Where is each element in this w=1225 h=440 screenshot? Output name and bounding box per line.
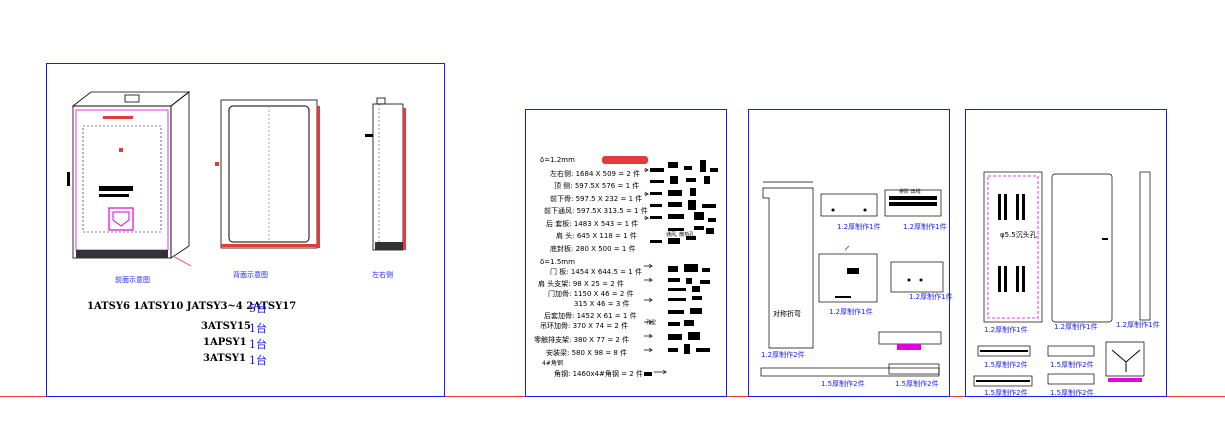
- flat-patterns-1: [760, 181, 944, 377]
- qty-count-1: 5台: [249, 302, 267, 315]
- group2-title: δ=1.5mm: [540, 258, 575, 266]
- flat-patterns-2: [973, 171, 1151, 387]
- part-row-6: 肩 头: 645 X 118 = 1 件: [556, 232, 637, 240]
- assembly-sheet: 前面示意图 背面示意图 左右侧 1ATSY6 1ATSY10 JATSY3~4 …: [46, 63, 445, 397]
- part-row-1: 左右侧: 1684 X 509 = 2 件: [550, 170, 641, 178]
- caption-1: 1.2厚制作1件: [837, 223, 881, 231]
- caption-3: 1.2厚制作1件: [829, 308, 873, 316]
- countersink-hole-label: φ5.5沉头孔: [1000, 231, 1037, 239]
- flat-pattern-sheet-2: φ5.5沉头孔 1.2厚制作1件 1.2厚制作1件 1.2厚制作1件 1.5厚制…: [965, 109, 1167, 397]
- part-row-10: 门加骨: 1150 X 46 = 2 件: [548, 290, 634, 298]
- vent-label: 排阶 出线: [899, 189, 921, 195]
- angle-label: 4#角钢: [542, 360, 563, 367]
- caption-6: 1.5厚制作2件: [821, 380, 865, 388]
- qty-models-1: 1ATSY6 1ATSY10 JATSY3~4 2ATSY17: [87, 301, 297, 312]
- caption-s4-2: 1.2厚制作1件: [1054, 323, 1098, 331]
- parts-list-sheet: δ=1.2mm 左右侧: 1684 X 509 = 2 件 顶 侧: 597.5…: [525, 109, 727, 397]
- part-row-4: 前下通风: 597.5X 313.5 = 1 件: [544, 207, 648, 215]
- front-view-label: 前面示意图: [115, 276, 150, 284]
- part-row-angle: 角钢: 1460x4#角钢 = 2 件: [554, 370, 643, 378]
- title-highlight: [602, 156, 648, 164]
- part-row-12: 后套加骨: 1452 X 61 = 1 件: [544, 312, 637, 320]
- back-view-label: 背面示意图: [233, 271, 268, 279]
- caption-7: 1.5厚制作2件: [895, 380, 939, 388]
- vent-note: 通风, 散热孔: [666, 232, 695, 238]
- part-row-15: 安装梁: 580 X 98 = 8 件: [546, 349, 628, 357]
- caption-4: 1.2厚制作1件: [909, 293, 953, 301]
- part-row-14: 零触排支架: 380 X 77 = 2 件: [534, 336, 630, 344]
- part-row-8: 门 板: 1454 X 644.5 = 1 件: [550, 268, 642, 276]
- part-row-2: 顶 侧: 597.5X 576 = 1 件: [554, 182, 640, 190]
- caption-s4-6: 1.5厚制作2件: [984, 389, 1028, 397]
- caption-s4-5: 1.5厚制作2件: [1050, 361, 1094, 369]
- parts-shape-sketches: [644, 160, 718, 376]
- qty-count-3: 1台: [249, 338, 267, 351]
- caption-s4-7: 1.5厚制作2件: [1050, 389, 1094, 397]
- part-row-13: 吊环加骨: 370 X 74 = 2 件: [540, 322, 629, 330]
- qty-models-3: 1APSY1: [203, 337, 247, 348]
- part-row-3: 前下骨: 597.5 X 232 = 1 件: [550, 195, 643, 203]
- caption-5: 1.2厚制作2件: [761, 351, 805, 359]
- part-row-7: 底封板: 280 X 500 = 1 件: [550, 245, 636, 253]
- part-row-5: 后 套板: 1483 X 543 = 1 件: [546, 220, 639, 228]
- qty-count-2: 1台: [249, 322, 267, 335]
- qty-count-4: 1台: [249, 354, 267, 367]
- caption-s4-3: 1.2厚制作1件: [1116, 321, 1160, 329]
- part-row-9: 肩 头支架: 98 X 25 = 2 件: [538, 280, 624, 288]
- front-view-drawing: [67, 91, 192, 267]
- group1-title: δ=1.2mm: [540, 156, 575, 164]
- part-row-11: 315 X 46 = 3 件: [574, 300, 630, 308]
- caption-s4-1: 1.2厚制作1件: [984, 326, 1028, 334]
- qty-models-4: 3ATSY1: [203, 353, 246, 364]
- side-view-drawing: [365, 97, 406, 251]
- caption-s4-4: 1.5厚制作2件: [984, 361, 1028, 369]
- flat-pattern-sheet-1: 排阶 出线 对称折弯 1.2厚制作1件 1.2厚制作1件 1.2厚制作1件 1.…: [748, 109, 953, 397]
- symmetric-bend-label: 对称折弯: [773, 310, 801, 318]
- back-view-drawing: [215, 99, 320, 249]
- side-view-label: 左右侧: [372, 271, 393, 279]
- caption-2: 1.2厚制作1件: [903, 223, 947, 231]
- qty-models-2: 3ATSY15: [201, 321, 251, 332]
